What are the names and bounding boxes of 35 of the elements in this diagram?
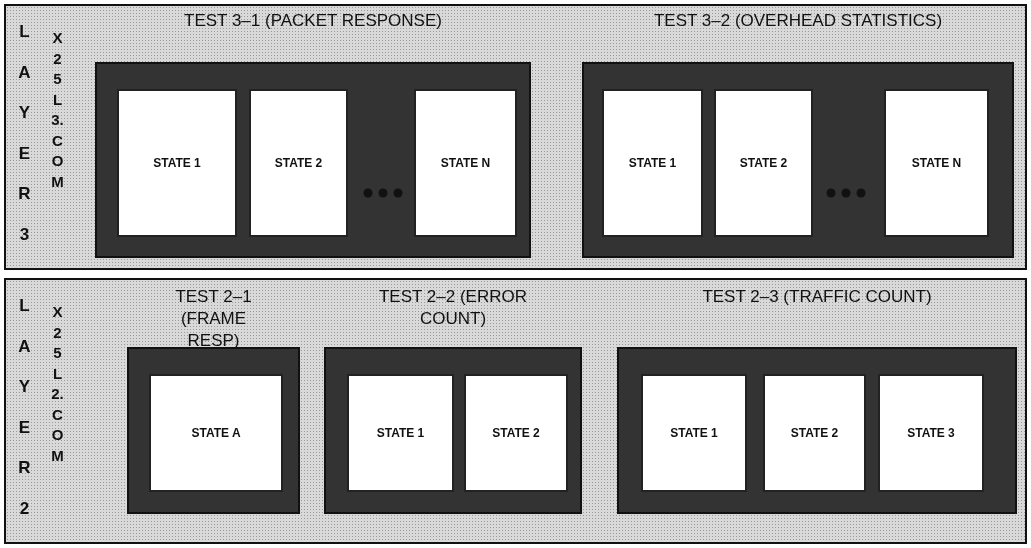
state-box — [414, 89, 517, 237]
layer-label: LAYER 2 — [17, 295, 32, 520]
state-label: STATE 1 — [153, 156, 201, 170]
test-heading: TEST 2–2 (ERROR COUNT) — [378, 286, 528, 330]
layer-band — [4, 278, 1027, 544]
test-heading: TEST 2–3 (TRAFFIC COUNT) — [701, 286, 933, 308]
state-box — [117, 89, 237, 237]
state-box — [602, 89, 703, 237]
file-name-label: X25L2.COM — [50, 302, 65, 466]
state-label: STATE 2 — [274, 156, 323, 170]
test-heading: TEST 2–1 (FRAME RESP) — [174, 286, 253, 347]
state-box — [763, 374, 866, 492]
state-box — [878, 374, 984, 492]
state-label: STATE 2 — [492, 426, 540, 440]
state-label: STATE N — [440, 156, 491, 170]
state-box — [714, 89, 813, 237]
state-label: STATE N — [911, 156, 962, 170]
state-box — [884, 89, 989, 237]
state-label: STATE 2 — [790, 426, 839, 440]
test-heading: TEST 3–1 (PACKET RESPONSE) — [183, 10, 443, 32]
layer-label: LAYER 3 — [17, 21, 32, 246]
test-heading: TEST 3–2 (OVERHEAD STATISTICS) — [652, 10, 944, 32]
state-label: STATE 2 — [739, 156, 788, 170]
state-label: STATE A — [191, 426, 241, 440]
state-label: STATE 3 — [907, 426, 955, 440]
state-box — [464, 374, 568, 492]
state-label: STATE 1 — [628, 156, 677, 170]
file-name-label: X25L3.COM — [50, 28, 65, 192]
state-label: STATE 1 — [670, 426, 718, 440]
state-box — [149, 374, 283, 492]
state-label: STATE 1 — [376, 426, 425, 440]
state-box — [249, 89, 348, 237]
layer-band — [4, 4, 1027, 270]
state-box — [641, 374, 747, 492]
state-box — [347, 374, 454, 492]
